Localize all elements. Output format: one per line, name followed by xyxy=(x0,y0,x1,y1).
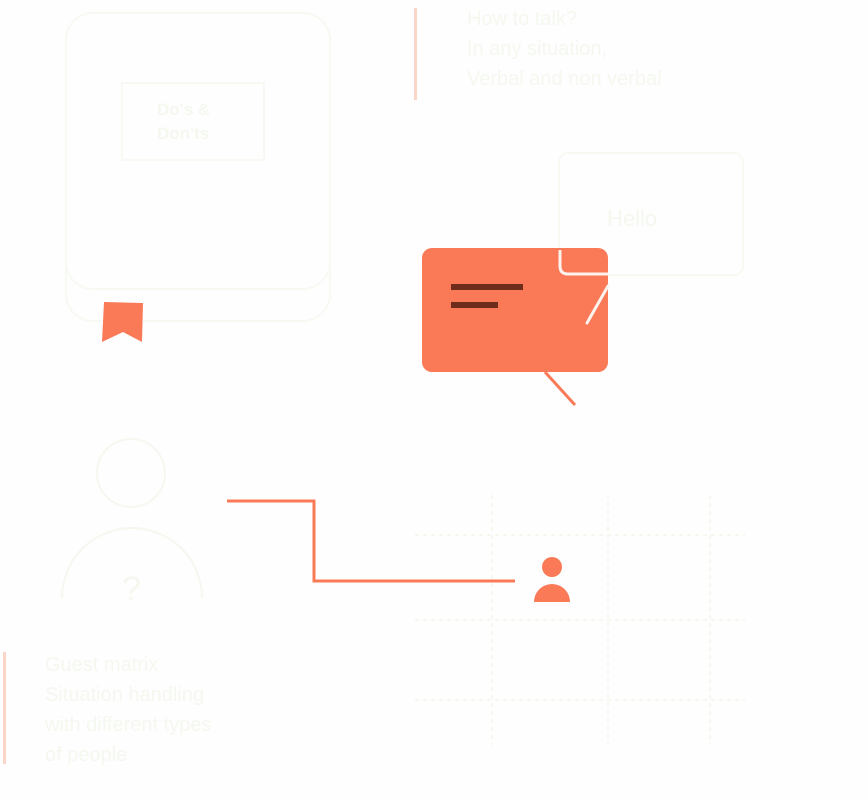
hello-text: Hello xyxy=(607,206,658,231)
book-label-line-1: Do's & xyxy=(157,100,211,119)
guest-question-mark: ? xyxy=(122,570,141,608)
orange-bubble-tail xyxy=(543,370,577,407)
speech-bubble-icon xyxy=(558,152,744,276)
book-label-frame xyxy=(121,82,265,161)
bottom-caption: Guest matrix Situation handling with dif… xyxy=(45,650,211,770)
guest-matrix-grid xyxy=(415,495,745,745)
hello-bubble-tail xyxy=(585,284,610,325)
top-caption-line-3: Verbal and non verbal xyxy=(467,68,662,90)
top-caption: How to talk? In any situation, Verbal an… xyxy=(467,4,662,94)
guest-body xyxy=(61,527,203,599)
message-line-2 xyxy=(451,302,498,308)
message-line-1 xyxy=(451,284,523,290)
book-cover xyxy=(65,12,331,290)
person-icon xyxy=(534,557,570,602)
top-caption-line-2: In any situation, xyxy=(467,38,608,60)
person-head xyxy=(542,557,562,577)
top-caption-line-1: How to talk? xyxy=(467,8,578,30)
bottom-caption-line-2: Situation handling xyxy=(45,684,205,706)
bottom-caption-line-1: Guest matrix xyxy=(45,654,159,676)
hello-bubble-corner xyxy=(558,250,608,276)
book-label-line-2: Don'ts xyxy=(157,124,210,143)
bottom-caption-accent-bar xyxy=(3,652,6,764)
book-label: Do's & Don'ts xyxy=(157,98,210,146)
bottom-caption-line-3: with different types xyxy=(45,714,212,736)
top-caption-accent-bar xyxy=(414,8,417,100)
connector-line xyxy=(227,499,515,583)
guest-head xyxy=(96,438,166,508)
bottom-caption-line-4: of people xyxy=(45,744,128,766)
message-lines-icon xyxy=(422,248,608,372)
person-body xyxy=(534,584,570,602)
unknown-person-icon: ? xyxy=(61,438,203,608)
bookmark-icon xyxy=(102,302,143,342)
